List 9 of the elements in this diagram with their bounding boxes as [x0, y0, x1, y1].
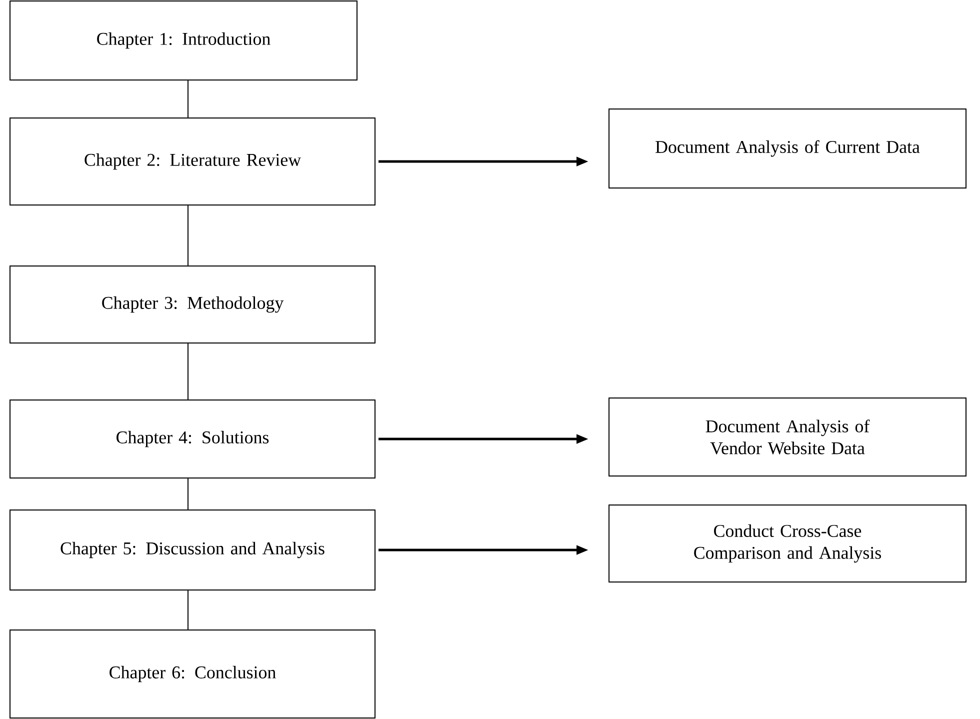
chapter-box: Chapter 1: Introduction [10, 0, 358, 80]
chapter-box: Chapter 4: Solutions [10, 400, 376, 478]
chapter-box: Conduct Cross-Case Comparison and Analysis [608, 504, 966, 582]
chapter-box: Chapter 3: Methodology [10, 266, 376, 344]
chapter-box: Chapter 5: Discussion and Analysis [10, 510, 376, 590]
chapter-box: Chapter 2: Literature Review [10, 118, 376, 206]
chapter-box: Document Analysis of Current Data [608, 108, 966, 188]
chapter-box: Document Analysis of Vendor Website Data [608, 398, 966, 476]
chapter-box: Chapter 6: Conclusion [10, 630, 376, 718]
